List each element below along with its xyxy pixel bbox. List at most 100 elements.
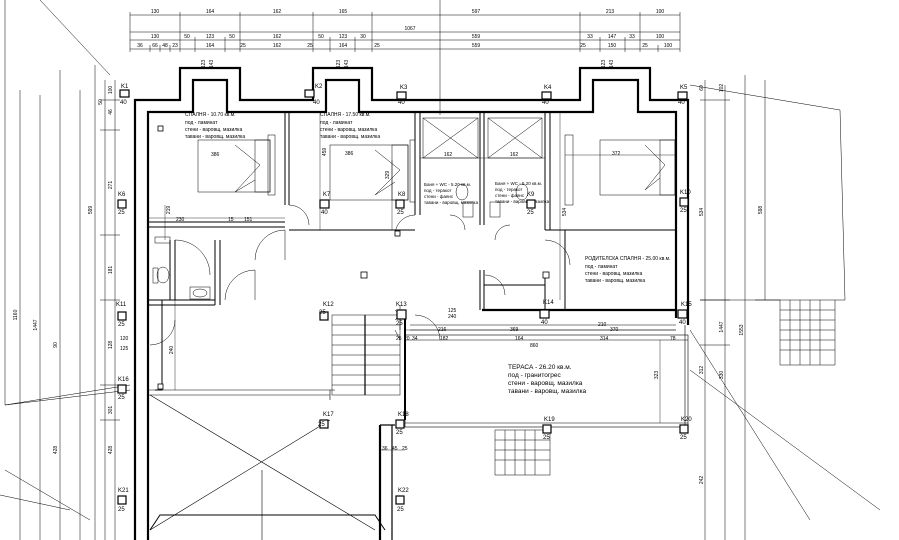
sink-icon: [189, 286, 211, 300]
svg-text:25: 25: [396, 430, 403, 436]
column-k5: K5 40: [677, 85, 688, 106]
bed-2: [329, 144, 409, 201]
dim-left: 301: [108, 406, 114, 415]
dim-top-3: 36: [137, 43, 143, 49]
svg-text:K13: K13: [396, 302, 407, 308]
dim-inner: 240: [448, 314, 457, 320]
svg-text:K6: K6: [118, 192, 126, 198]
dim-bay: 143: [344, 60, 350, 69]
svg-text:K12: K12: [323, 302, 334, 308]
column-k13: K13 25: [396, 302, 407, 327]
dim-inner: 323: [654, 371, 660, 380]
sanitary: [152, 117, 543, 300]
room-labels: СПАЛНЯ - 10.70 кв.м. под - ламинат стени…: [185, 112, 672, 395]
svg-text:25: 25: [397, 210, 404, 216]
column-k1: K1 40: [119, 84, 130, 106]
svg-text:25: 25: [396, 321, 403, 327]
dim-right: 598: [758, 206, 764, 215]
dim-top-2: 50: [318, 34, 324, 40]
room-bedroom-2: СПАЛНЯ - 17.50 кв.м. под - ламинат стени…: [320, 112, 380, 140]
dim-top-3: 25: [307, 43, 313, 49]
dim-inner: 182: [440, 336, 449, 342]
dim-inner: 386: [211, 152, 220, 158]
dim-top-2: 162: [273, 34, 282, 40]
dim-top-3: 66: [152, 43, 158, 49]
bed-3: [599, 139, 676, 196]
right-dimension-text: 60 102 534 598 1447 1553 312 330 242: [699, 84, 764, 485]
dim-top-2: 30: [360, 34, 366, 40]
svg-text:25: 25: [118, 322, 125, 328]
lower-hall: [148, 389, 395, 540]
svg-text:25: 25: [118, 507, 125, 513]
svg-text:K2: K2: [315, 84, 323, 90]
outer-walls: [133, 66, 690, 540]
dim-bay: 143: [209, 60, 215, 69]
svg-text:25: 25: [118, 395, 125, 401]
interior-staircase: [331, 305, 406, 396]
dim-top-1: 162: [273, 9, 282, 15]
site-lines: [0, 0, 881, 521]
column-k19: K19 25: [542, 417, 555, 441]
dim-top-2: 559: [472, 34, 481, 40]
dim-top-3: 25: [642, 43, 648, 49]
dim-left: 271: [108, 181, 114, 190]
inner-dimension-lines: [148, 112, 676, 451]
dim-left: 1447: [33, 319, 39, 330]
svg-text:25: 25: [680, 435, 687, 441]
interior-walls: [148, 112, 676, 391]
dim-top-2: 123: [206, 34, 215, 40]
dim-inner: 20: [404, 336, 410, 342]
dim-left: 128: [108, 341, 114, 350]
dim-top-3: 25: [240, 43, 246, 49]
toilet-icon: [455, 183, 469, 201]
column-k7: K7 40: [319, 192, 331, 216]
dim-top-2: 50: [229, 34, 235, 40]
svg-text:40: 40: [678, 100, 685, 106]
svg-text:40: 40: [321, 210, 328, 216]
hall-markers: [157, 125, 550, 390]
room-master-bedroom: РОДИТЕЛСКА СПАЛНЯ - 25.00 кв.м. под - ла…: [585, 256, 672, 284]
dim-inner: 216: [438, 327, 447, 333]
dim-right: 1553: [739, 324, 745, 335]
dim-top-3: 23: [172, 43, 178, 49]
dim-left: 1160: [13, 309, 19, 320]
dim-top-3: 100: [664, 43, 673, 49]
svg-text:K4: K4: [544, 85, 552, 91]
dim-inner: 240: [169, 346, 175, 355]
svg-text:K15: K15: [681, 302, 692, 308]
column-k11: K11 25: [116, 302, 127, 328]
svg-text:40: 40: [679, 320, 686, 326]
dim-inner: 162: [444, 152, 453, 158]
dim-inner: 36: [382, 446, 388, 452]
column-k14: K14 40: [539, 300, 554, 326]
dim-bay: 123: [336, 60, 342, 69]
top-dimension-text: 130 164 162 165 597 213 100 1067 130 50 …: [137, 9, 672, 68]
dim-top-total: 1067: [404, 26, 415, 32]
dim-top-1: 130: [151, 9, 160, 15]
dim-inner: 151: [244, 217, 253, 223]
svg-text:K7: K7: [323, 192, 331, 198]
svg-text:40: 40: [541, 320, 548, 326]
dim-inner: 329: [385, 171, 391, 180]
doors: [149, 204, 571, 346]
column-k8: K8 25: [395, 192, 406, 216]
column-k4: K4 40: [541, 85, 552, 106]
dim-top-2: 130: [151, 34, 160, 40]
dim-inner: 372: [612, 151, 621, 157]
dim-bay: 143: [609, 60, 615, 69]
dim-top-1: 597: [472, 9, 481, 15]
dim-left: 428: [108, 446, 114, 455]
dim-inner: 459: [322, 148, 328, 157]
dim-inner: 219: [166, 206, 172, 215]
left-dimension-lines: [19, 65, 120, 540]
dim-top-1: 100: [656, 9, 665, 15]
column-k9: K9 25: [526, 192, 536, 216]
terrace-stairs: [494, 429, 551, 476]
svg-text:40: 40: [120, 100, 127, 106]
column-k16: K16 25: [117, 377, 129, 401]
column-k3: K3 40: [396, 85, 408, 106]
column-k12: K12 25: [319, 302, 334, 321]
svg-text:K5: K5: [680, 85, 688, 91]
dim-bay: 123: [601, 60, 607, 69]
dim-right: 60: [699, 85, 705, 91]
